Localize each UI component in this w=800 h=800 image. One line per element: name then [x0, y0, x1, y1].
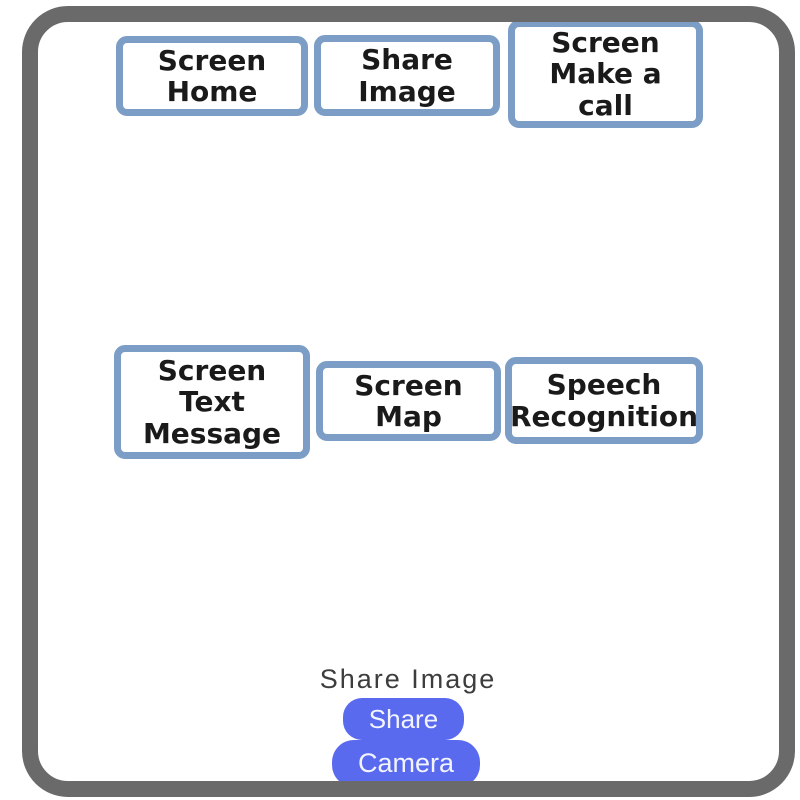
speech-recognition-button-label: Speech Recognition: [509, 368, 699, 433]
share-button[interactable]: Share: [343, 698, 464, 740]
share-image-nav-button-label: Share Image: [358, 43, 456, 108]
screen-make-a-call-button-label: Screen Make a call: [549, 25, 662, 122]
screen-home-button[interactable]: Screen Home: [116, 36, 308, 116]
share-image-section-title: Share Image: [319, 664, 497, 694]
screen-text-message-button[interactable]: Screen Text Message: [114, 345, 310, 459]
screen-map-button[interactable]: Screen Map: [316, 361, 501, 441]
share-image-nav-button[interactable]: Share Image: [314, 35, 500, 116]
screen-make-a-call-button[interactable]: Screen Make a call: [508, 20, 703, 128]
speech-recognition-button[interactable]: Speech Recognition: [505, 357, 703, 444]
screen-text-message-button-label: Screen Text Message: [142, 353, 282, 450]
screen-home-button-label: Screen Home: [157, 43, 267, 108]
camera-button[interactable]: Camera: [332, 740, 480, 787]
screen-map-button-label: Screen Map: [354, 368, 463, 433]
